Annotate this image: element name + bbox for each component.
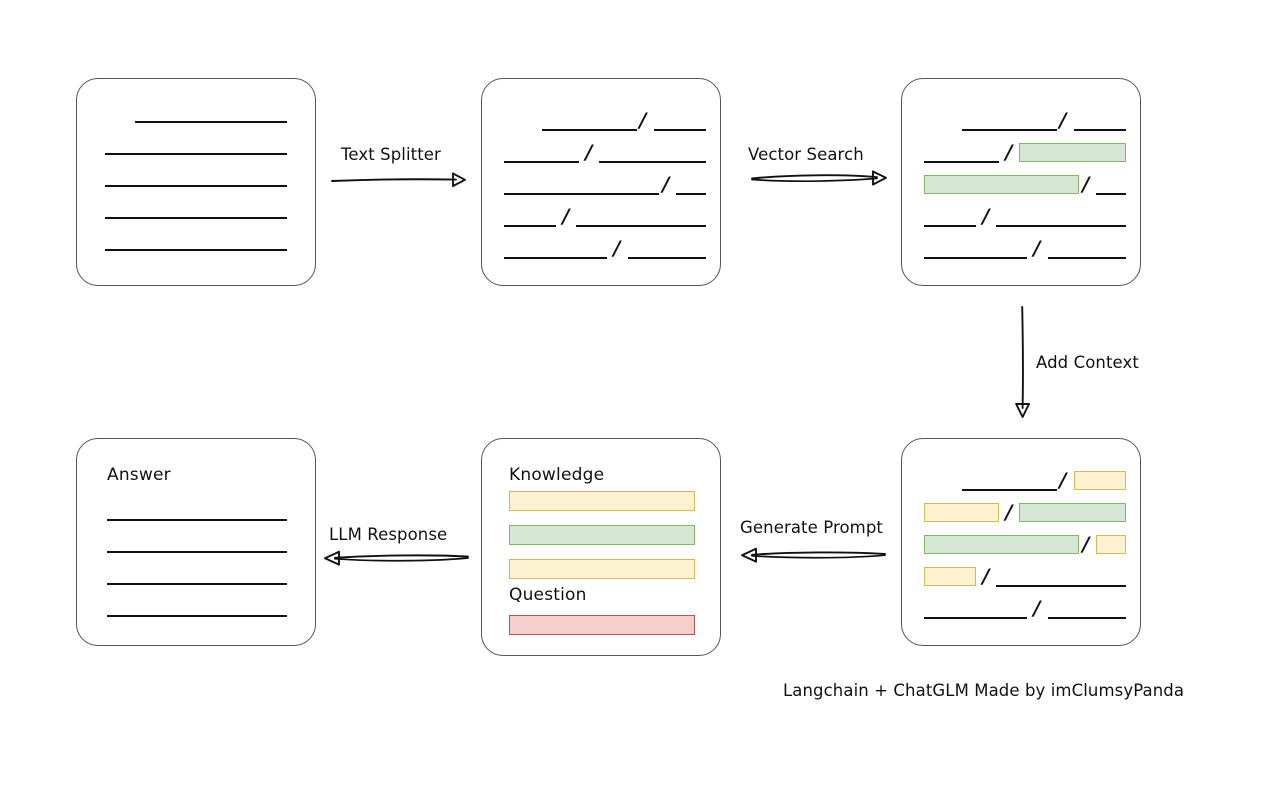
highlighted-chunk-yellow [1074, 471, 1126, 490]
text-line-segment [105, 153, 287, 155]
text-line-segment [107, 583, 287, 585]
highlighted-chunk-yellow [924, 503, 999, 522]
highlighted-chunk-yellow [924, 567, 976, 586]
highlighted-chunk-yellow [1096, 535, 1126, 554]
text-line-segment [1048, 617, 1126, 619]
chunk-separator-slash: / [1033, 596, 1041, 620]
arrow-generate-prompt [741, 547, 886, 563]
chunk-separator-slash: / [1033, 236, 1041, 260]
highlighted-chunk-green [924, 175, 1079, 194]
highlighted-chunk-green [924, 535, 1079, 554]
prompt-bar-yellow [509, 491, 695, 511]
chunk-separator-slash: / [662, 172, 670, 196]
node-source-document[interactable] [76, 78, 316, 286]
node-split-chunks[interactable]: / / / / / [481, 78, 721, 286]
arrow-llm-response [324, 550, 469, 566]
text-line-segment [628, 257, 706, 259]
prompt-bar-red [509, 615, 695, 635]
text-line-segment [504, 193, 659, 195]
chunk-separator-slash: / [613, 236, 621, 260]
prompt-heading-knowledge: Knowledge [509, 465, 605, 485]
chunk-separator-slash: / [1059, 108, 1067, 132]
chunk-separator-slash: / [1082, 532, 1090, 556]
text-line-segment [1074, 129, 1126, 131]
edge-label-text-splitter: Text Splitter [341, 145, 441, 164]
text-line-segment [107, 519, 287, 521]
text-line-segment [107, 551, 287, 553]
edge-label-generate-prompt: Generate Prompt [740, 518, 883, 537]
text-line-segment [962, 489, 1057, 491]
text-line-segment [107, 615, 287, 617]
prompt-heading-question: Question [509, 585, 587, 605]
text-line-segment [924, 257, 1027, 259]
text-line-segment [924, 617, 1027, 619]
arrow-vector-search [751, 170, 887, 186]
chunk-separator-slash: / [982, 564, 990, 588]
edge-label-add-context: Add Context [1036, 353, 1139, 372]
text-line-segment [676, 193, 706, 195]
answer-title: Answer [107, 465, 171, 485]
text-line-segment [105, 185, 287, 187]
arrow-text-splitter [331, 172, 466, 187]
node-context-added[interactable]: / / / / / [901, 438, 1141, 646]
text-line-segment [962, 129, 1057, 131]
text-line-segment [542, 129, 637, 131]
text-line-segment [105, 249, 287, 251]
chunk-separator-slash: / [1059, 468, 1067, 492]
chunk-separator-slash: / [585, 140, 593, 164]
text-line-segment [924, 225, 976, 227]
text-line-segment [135, 121, 287, 123]
node-vector-matches[interactable]: / / / / / [901, 78, 1141, 286]
text-line-segment [504, 257, 607, 259]
text-line-segment [996, 585, 1126, 587]
diagram-caption: Langchain + ChatGLM Made by imClumsyPand… [783, 681, 1185, 700]
text-line-segment [504, 225, 556, 227]
chunk-separator-slash: / [1005, 140, 1013, 164]
chunk-separator-slash: / [1082, 172, 1090, 196]
text-line-segment [105, 217, 287, 219]
chunk-separator-slash: / [639, 108, 647, 132]
edge-label-llm-response: LLM Response [329, 525, 448, 544]
text-line-segment [504, 161, 579, 163]
node-answer[interactable]: Answer [76, 438, 316, 646]
highlighted-chunk-green [1019, 503, 1126, 522]
prompt-bar-yellow [509, 559, 695, 579]
edge-label-vector-search: Vector Search [748, 145, 864, 164]
text-line-segment [599, 161, 706, 163]
text-line-segment [1096, 193, 1126, 195]
prompt-bar-green [509, 525, 695, 545]
text-line-segment [654, 129, 706, 131]
chunk-separator-slash: / [562, 204, 570, 228]
highlighted-chunk-green [1019, 143, 1126, 162]
chunk-separator-slash: / [1005, 500, 1013, 524]
arrow-add-context [1015, 306, 1030, 418]
text-line-segment [924, 161, 999, 163]
text-line-segment [576, 225, 706, 227]
text-line-segment [1048, 257, 1126, 259]
chunk-separator-slash: / [982, 204, 990, 228]
text-line-segment [996, 225, 1126, 227]
